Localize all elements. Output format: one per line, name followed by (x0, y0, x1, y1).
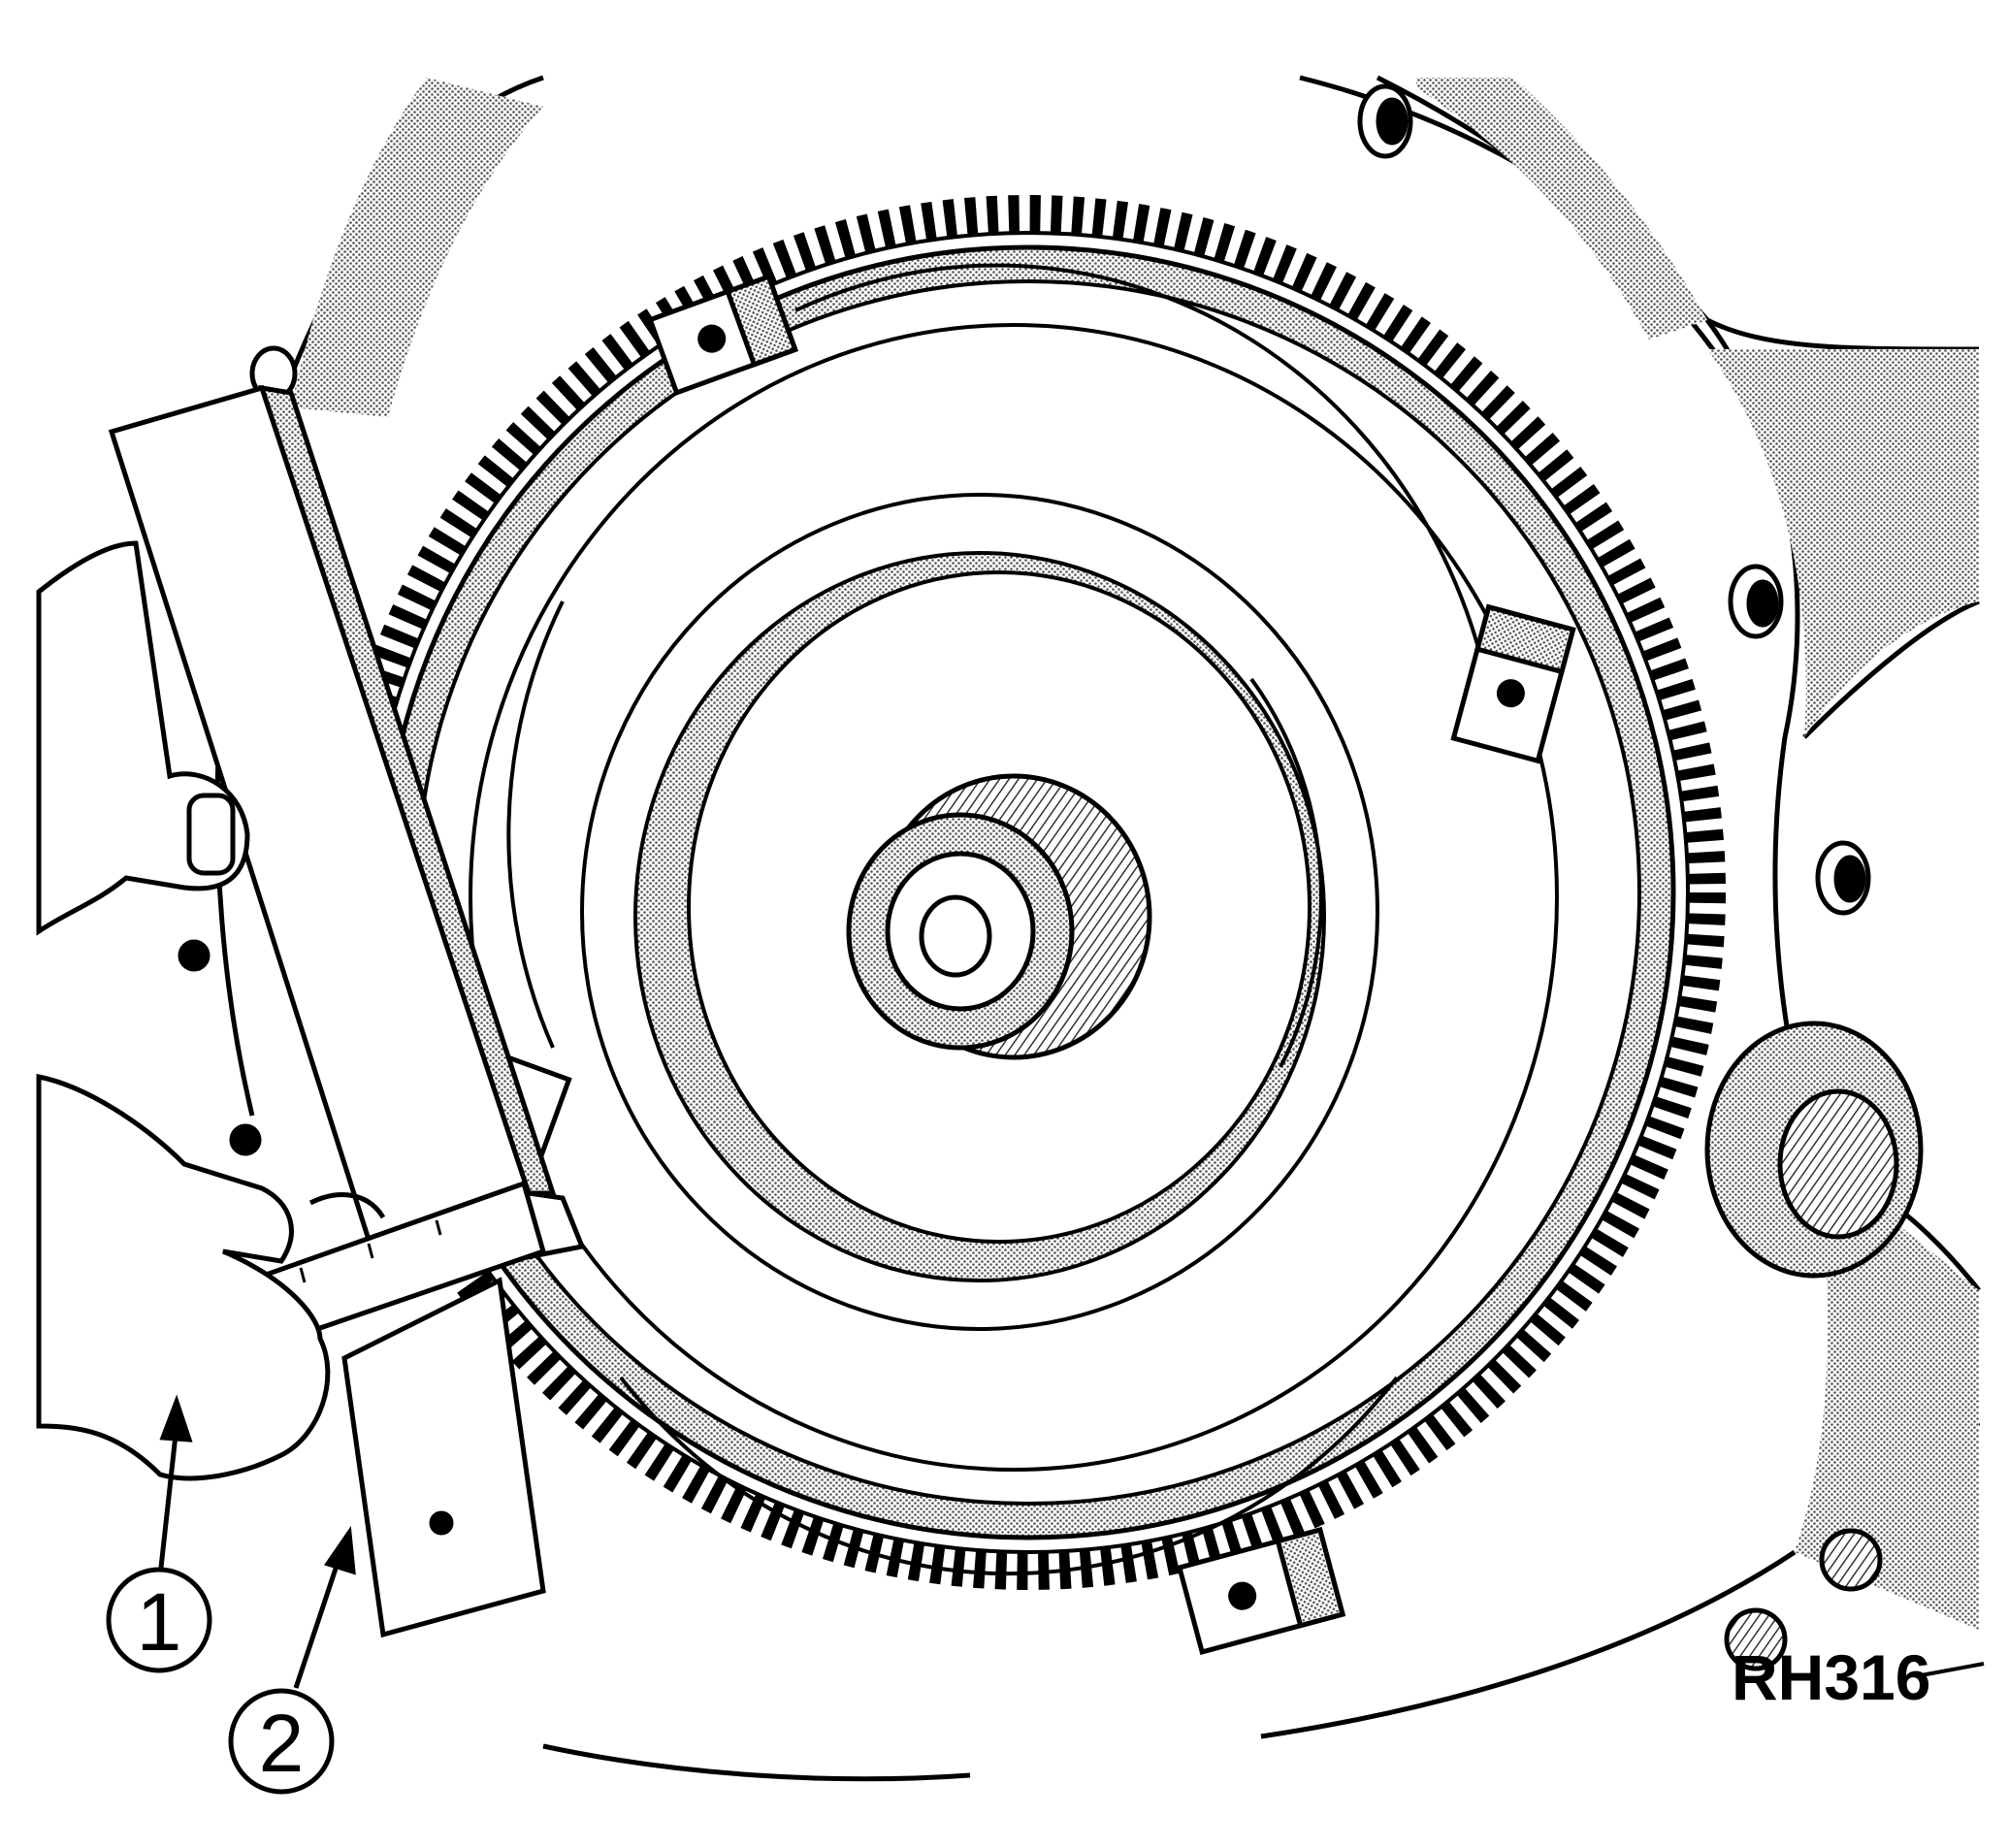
arrow-head-icon (324, 1525, 356, 1575)
housing-lower-edge (542, 1743, 971, 1782)
arrow-head-icon (159, 1394, 193, 1443)
figure-id: RH316 (1732, 1641, 1985, 1713)
callout-2-number: 2 (259, 1698, 305, 1789)
callout-1-number: 1 (137, 1576, 182, 1668)
lower-hand (36, 1073, 331, 1481)
hands (36, 540, 386, 1481)
mounting-lug (1176, 1527, 1346, 1655)
converter-ring-arc (794, 263, 1496, 719)
callout-2: 2 (228, 1688, 335, 1795)
housing-dowel-boss (1704, 1021, 1924, 1279)
converter-hub (846, 773, 1152, 1060)
callout-1-leader (157, 1425, 179, 1577)
callout-2-leader (293, 1556, 342, 1689)
straightedge-lower (341, 1277, 546, 1638)
threaded-hole-icon (1819, 1528, 1883, 1592)
bolt-hole-icon (1815, 840, 1871, 916)
bolt-hole-icon (1728, 564, 1784, 639)
threaded-hole-icon (1724, 1607, 1788, 1671)
mounting-lug (647, 273, 798, 397)
ring-gear-teeth (331, 195, 1726, 1590)
mounting-lug (1450, 603, 1576, 764)
callout-leaders (157, 1394, 356, 1689)
housing-bolt-holes (249, 83, 1883, 1671)
converter-inner-ring (580, 493, 1379, 1331)
figure-id-label: RH316 (1732, 1641, 1930, 1713)
housing-shading (291, 78, 1979, 1630)
bolt-hole-icon (1357, 83, 1413, 159)
callout-1: 1 (106, 1567, 212, 1673)
